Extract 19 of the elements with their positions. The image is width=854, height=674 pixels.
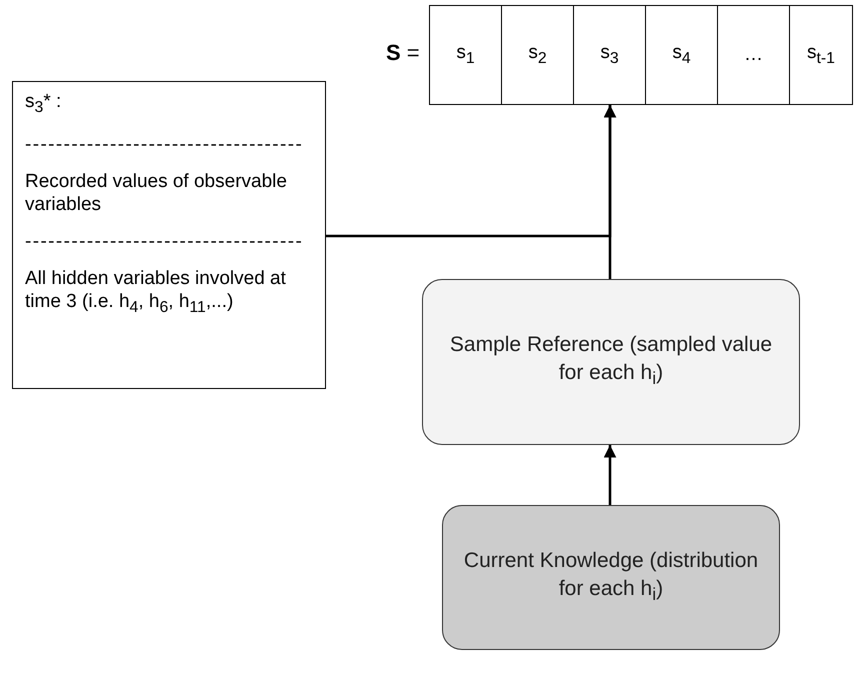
sequence-cell: … [717, 5, 790, 105]
box-text: Sample Reference (sampled value for each h$_{i}$) [448, 332, 774, 391]
arrow [326, 105, 616, 238]
sequence-cell: s$_{3}$ [573, 5, 646, 105]
note-box [12, 81, 326, 389]
note-text: Recorded values of observable variables [25, 170, 288, 216]
process-box [442, 505, 780, 650]
divider-text: ------------------------------------ [25, 230, 304, 253]
sequence-cell: s$_{1}$ [429, 5, 502, 105]
process-box [422, 279, 800, 445]
arrow [604, 445, 616, 505]
note-text: All hidden variables involved at time 3 (i.e. h$_{4}$, h$_{6}$, h$_{11}$,...) [25, 266, 287, 318]
divider-text: ------------------------------------ [25, 132, 304, 156]
sequence-cell: s$_{2}$ [501, 5, 574, 105]
sequence-cell: s$_{4}$ [645, 5, 718, 105]
box-text: Current Knowledge (distribution for each h$_{i}$) [464, 548, 758, 606]
note-text: s$_{3}$* : [25, 90, 62, 118]
sequence-label: S = [386, 40, 420, 66]
sequence-cell: s$_{t-1}$ [789, 5, 853, 105]
